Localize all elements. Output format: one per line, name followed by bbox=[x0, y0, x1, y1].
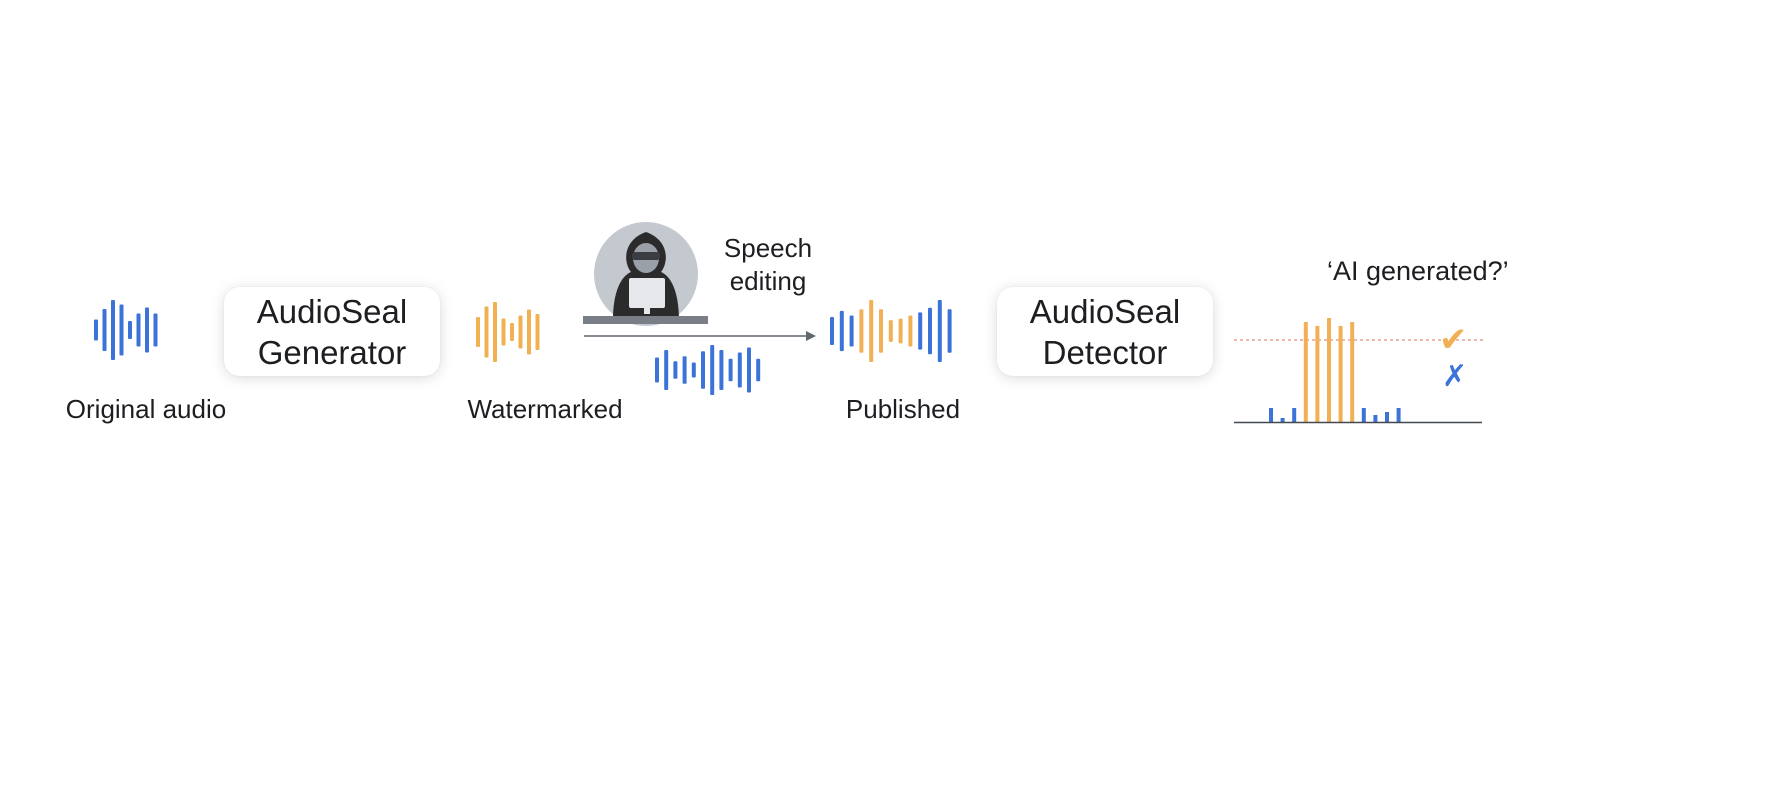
published-wave-bar bbox=[947, 309, 952, 353]
published-label: Published bbox=[845, 394, 961, 424]
edit-wave-bar bbox=[728, 358, 733, 382]
published-wave-bar bbox=[830, 317, 834, 345]
detector-bar bbox=[1361, 408, 1366, 422]
edit-wave-bar bbox=[747, 347, 751, 393]
detector-bar bbox=[1396, 408, 1401, 422]
detector-bar bbox=[1350, 322, 1355, 422]
watermarked-wave-bar bbox=[535, 314, 540, 350]
edit-wave-bar bbox=[655, 357, 659, 383]
audioseal-detector-box: AudioSeal Detector bbox=[997, 287, 1213, 376]
detector-bar bbox=[1373, 415, 1378, 422]
speech-editing-label: Speech editing bbox=[712, 232, 824, 298]
edit-wave-bar bbox=[701, 351, 705, 389]
watermarked-waveform bbox=[476, 302, 540, 362]
ai-generated-label: ‘AI generated?’ bbox=[1327, 256, 1509, 286]
original-audio-label: Original audio bbox=[65, 394, 227, 424]
detector-bar bbox=[1292, 408, 1297, 422]
published-wave-bar bbox=[928, 307, 932, 355]
watermarked-wave-bar bbox=[518, 315, 523, 349]
detector-bar bbox=[1338, 326, 1343, 422]
published-wave-bar bbox=[898, 318, 903, 344]
edit-wave-bar bbox=[719, 350, 724, 390]
published-wave-bar bbox=[879, 309, 883, 353]
watermarked-wave-bar bbox=[484, 306, 489, 358]
published-wave-bar bbox=[937, 300, 942, 362]
audioseal-generator-box: AudioSeal Generator bbox=[224, 287, 440, 376]
watermarked-wave-bar bbox=[493, 302, 497, 362]
hooded-hacker-icon bbox=[583, 222, 708, 326]
checkmark-icon: ✔ bbox=[1439, 321, 1468, 359]
editing-arrow bbox=[584, 331, 816, 341]
edit-wave-bar bbox=[673, 361, 678, 379]
speech-editing-line2: editing bbox=[729, 266, 807, 296]
speech-editing-line1: Speech bbox=[723, 233, 813, 263]
published-wave-bar bbox=[908, 315, 913, 347]
published-wave-bar bbox=[859, 309, 864, 353]
edit-wave-bar bbox=[682, 356, 687, 384]
published-wave-bar bbox=[869, 300, 874, 362]
original-wave-bar bbox=[119, 304, 124, 356]
detector-line1: AudioSeal bbox=[1029, 292, 1181, 330]
edit-wave-bar bbox=[710, 345, 715, 395]
generator-line1: AudioSeal bbox=[256, 292, 408, 330]
original-wave-bar bbox=[136, 313, 141, 347]
published-wave-bar bbox=[839, 310, 844, 352]
original-wave-bar bbox=[145, 307, 149, 353]
watermarked-wave-bar bbox=[527, 309, 531, 355]
watermarked-label: Watermarked bbox=[467, 394, 623, 424]
detector-output-chart bbox=[1234, 318, 1484, 424]
published-waveform bbox=[830, 300, 952, 362]
generator-line2: Generator bbox=[257, 333, 407, 371]
original-audio-waveform bbox=[94, 300, 158, 360]
edit-wave-bar bbox=[737, 352, 742, 388]
detector-bar bbox=[1303, 322, 1308, 422]
detector-bar bbox=[1269, 408, 1273, 422]
original-wave-bar bbox=[94, 319, 98, 341]
published-wave-bar bbox=[888, 320, 893, 342]
detector-bar bbox=[1385, 412, 1389, 422]
edit-wave-bar bbox=[756, 358, 761, 382]
speech-edit-waveform bbox=[655, 345, 761, 395]
watermarked-wave-bar bbox=[501, 318, 506, 346]
edit-wave-bar bbox=[664, 350, 669, 390]
original-wave-bar bbox=[102, 309, 107, 351]
detector-line2: Detector bbox=[1042, 333, 1168, 371]
published-wave-bar bbox=[849, 315, 854, 347]
published-wave-bar bbox=[918, 312, 923, 350]
original-wave-bar bbox=[128, 321, 132, 339]
cross-icon: ✗ bbox=[1442, 360, 1468, 393]
watermarked-wave-bar bbox=[510, 323, 514, 341]
original-wave-bar bbox=[111, 300, 115, 360]
detector-bar bbox=[1315, 326, 1320, 422]
watermarked-wave-bar bbox=[476, 317, 480, 347]
detector-bar bbox=[1280, 418, 1285, 422]
original-wave-bar bbox=[153, 313, 158, 347]
detector-bar bbox=[1327, 318, 1331, 422]
edit-wave-bar bbox=[691, 362, 696, 378]
